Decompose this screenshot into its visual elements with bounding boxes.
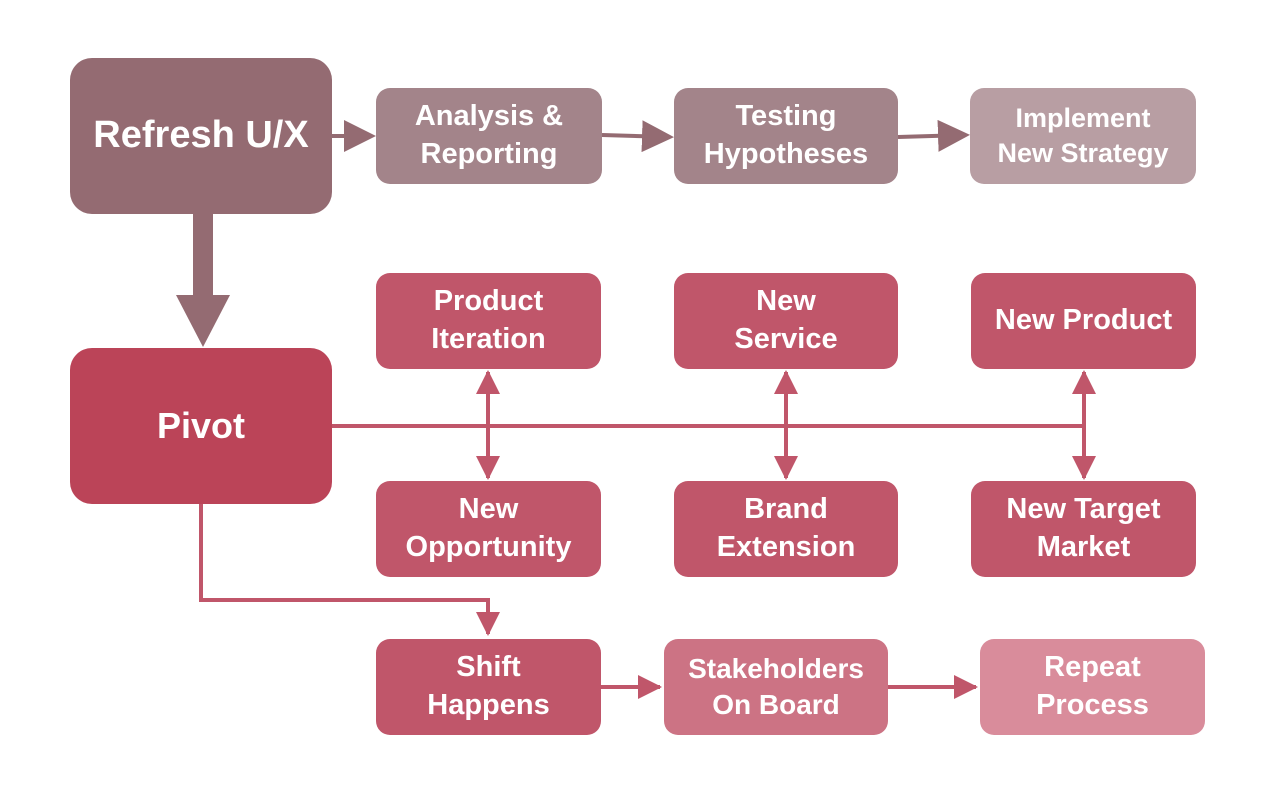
node-new-service-label: New Service: [734, 285, 838, 355]
node-analysis-reporting-label: Analysis & Reporting: [414, 100, 564, 170]
node-implement-strategy-label: Implement New Strategy: [997, 102, 1169, 168]
node-stakeholders-on-board-label: Stakeholders On Board: [688, 652, 864, 720]
node-new-target-market: New Target Market: [971, 481, 1196, 577]
arrow-testing-to-implement: [897, 119, 970, 152]
arrow-pivot-to-shift: [199, 504, 500, 636]
node-new-product: New Product: [971, 273, 1196, 369]
node-new-product-label: New Product: [994, 304, 1173, 337]
node-product-iteration-label: Product Iteration: [431, 285, 546, 355]
node-shift-happens-label: Shift Happens: [427, 651, 550, 721]
node-testing-hypotheses-label: Testing Hypotheses: [703, 100, 869, 170]
node-repeat-process-label: Repeat Process: [1036, 651, 1149, 721]
node-refresh-ux-label: Refresh U/X: [93, 114, 309, 157]
node-brand-extension: Brand Extension: [674, 481, 898, 577]
node-testing-hypotheses: Testing Hypotheses: [674, 88, 898, 184]
node-product-iteration: Product Iteration: [376, 273, 601, 369]
node-new-opportunity-label: New Opportunity: [405, 493, 572, 563]
node-new-target-market-label: New Target Market: [1006, 493, 1161, 563]
node-new-service: New Service: [674, 273, 898, 369]
node-pivot: Pivot: [70, 348, 332, 504]
arrow-refresh-to-pivot-head: [176, 295, 230, 347]
arrow-analysis-to-testing: [601, 120, 674, 153]
node-implement-strategy: Implement New Strategy: [970, 88, 1196, 184]
node-brand-extension-label: Brand Extension: [716, 493, 856, 563]
node-new-opportunity: New Opportunity: [376, 481, 601, 577]
node-analysis-reporting: Analysis & Reporting: [376, 88, 602, 184]
node-repeat-process: Repeat Process: [980, 639, 1205, 735]
arrow-refresh-to-pivot-shaft: [193, 213, 213, 295]
node-stakeholders-on-board: Stakeholders On Board: [664, 639, 888, 735]
node-refresh-ux: Refresh U/X: [70, 58, 332, 214]
node-shift-happens: Shift Happens: [376, 639, 601, 735]
node-pivot-label: Pivot: [156, 404, 245, 446]
